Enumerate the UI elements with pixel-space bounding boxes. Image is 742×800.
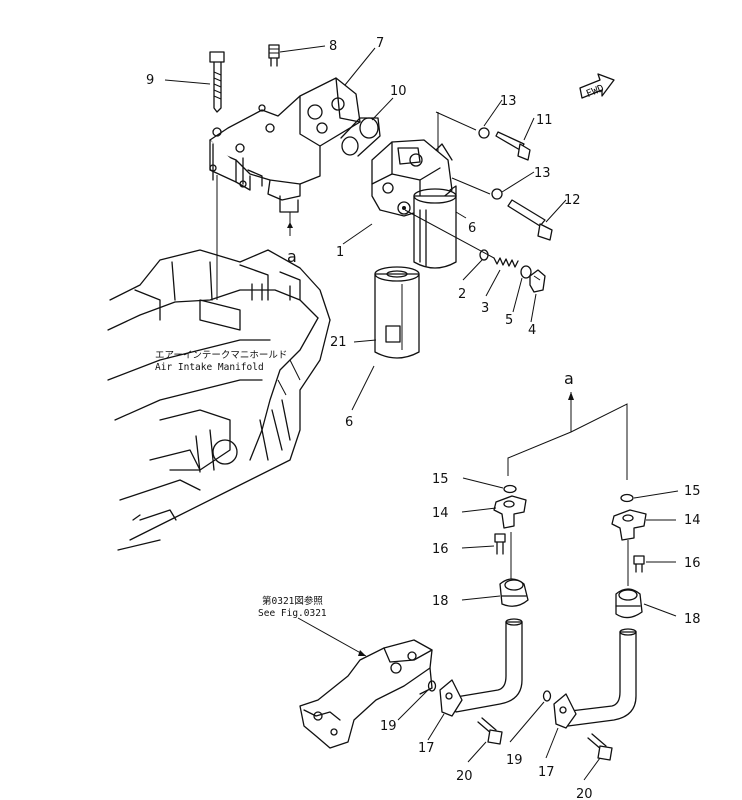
manifold-label-en: Air Intake Manifold [155,362,264,373]
callout-6-upper: 6 [468,221,476,236]
callout-11: 11 [536,113,553,128]
relief-valve-parts [404,209,546,293]
plug-8 [268,44,280,67]
bolt-11 [495,131,525,151]
callout-18-right: 18 [684,612,701,627]
callout-10: 10 [390,84,407,99]
bolt-16-right [627,540,645,586]
flange-17-right [553,693,577,729]
callout-3: 3 [481,301,489,316]
bolt-16-left [494,532,512,580]
callout-19-left: 19 [380,719,397,734]
callout-2: 2 [458,287,466,302]
callout-6-lower: 6 [345,415,353,430]
bolts-11-12 [435,111,553,241]
bolt-9 [209,51,225,113]
callout-21: 21 [330,335,347,350]
flange-14-right [611,509,647,541]
washer-5 [520,265,532,279]
oring-19-left [427,680,437,692]
view-a-bottom: a [564,369,574,388]
bracket-7 [209,77,361,213]
oring-15-left [503,484,517,494]
callout-14-right: 14 [684,513,701,528]
view-a-marker [507,392,628,480]
filter-element-6-upper [413,185,457,269]
callout-numbers: 1 2 3 4 5 6 6 7 8 9 10 11 12 13 13 14 14… [146,36,701,800]
washer-13-lower [491,188,503,200]
filter-element-21 [374,266,420,359]
callout-1: 1 [336,245,344,260]
callout-17-left: 17 [418,741,435,756]
bolt-20-right [587,733,613,761]
callout-13-lower: 13 [534,166,551,181]
callout-4: 4 [528,323,536,338]
hose-18-left [499,578,529,607]
spring-3 [493,257,519,268]
oring-19-right [542,690,552,702]
plug-4 [529,269,546,293]
manifold-label-jp: エアーインテークマニホールド [155,350,287,361]
leader-lines-filter [342,99,567,411]
manifold-0321 [299,639,433,749]
callout-14-left: 14 [432,506,449,521]
bolt-20-left [477,717,503,745]
flange-17-left [439,679,463,717]
callout-8: 8 [329,39,337,54]
fwd-arrow-icon: FWD [579,73,615,100]
callout-13-upper: 13 [500,94,517,109]
callout-19-right: 19 [506,753,523,768]
hose-18-right [615,588,643,619]
oring-15-right [620,493,634,503]
gasket-10 [340,117,381,157]
see-fig-label-en: See Fig.0321 [258,608,327,619]
bolt-12 [507,199,546,227]
callout-20-right: 20 [576,787,593,800]
see-fig-label-jp: 第0321図参照 [262,595,323,607]
engine-block [107,249,331,551]
callout-16-right: 16 [684,556,701,571]
callout-18-left: 18 [432,594,449,609]
callout-9: 9 [146,73,154,88]
callout-5: 5 [505,313,513,328]
leader-lines-upper-left [164,45,394,300]
callout-7: 7 [376,36,384,51]
leader-lines-lower [297,477,679,781]
callout-17-right: 17 [538,765,555,780]
callout-15-right: 15 [684,484,701,499]
callout-20-left: 20 [456,769,473,784]
view-a-top: a [287,247,297,266]
callout-12: 12 [564,193,581,208]
callout-15-left: 15 [432,472,449,487]
tube-left [449,618,523,713]
oring-2 [479,249,489,261]
flange-14-left [493,495,527,529]
callout-16-left: 16 [432,542,449,557]
washer-13-upper [478,127,490,139]
